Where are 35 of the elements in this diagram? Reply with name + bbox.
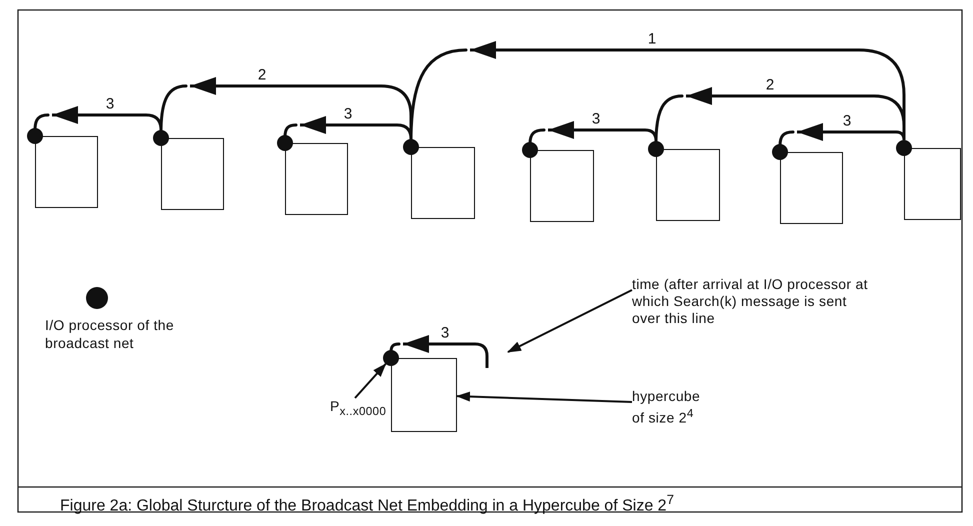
edge-label: 2 [764,78,776,92]
hypercube-box [656,149,720,221]
edge-label: 3 [438,326,452,340]
edge-label: 3 [342,106,354,122]
processor-dot [152,83,190,147]
leader-arrow [507,289,632,353]
leader-arrow [354,363,386,399]
annotation-text: P$_{x..x0000}$ [330,398,388,420]
processor-dot [402,47,470,156]
hypercube-box [35,136,98,208]
hypercube-box [780,152,843,224]
processor-dot [771,129,797,161]
edge-label: 3 [590,112,602,126]
edge-label: 3 [840,114,854,128]
figure-caption: Figure 2a: Global Sturcture of the Broadcast Net Embedding in a Hypercube of Size 2$^{7}$ [60,491,674,516]
arrow [797,123,906,142]
hypercube-box [904,148,961,220]
processor-dot [647,93,686,158]
hypercube-box [285,143,348,215]
legend-text: I/O processor of the broadcast net [45,316,175,352]
processor-dot [26,112,52,145]
arrow [403,335,488,368]
leader-arrow [456,392,632,403]
edge-label: 3 [104,96,116,112]
annotation-text: time (after arrival at I/O processor at which Search(k) message is sent over this line [632,276,869,327]
edge-label: 2 [256,68,268,82]
hypercube-box [161,138,224,210]
processor-dot [896,140,912,156]
processor-dot [382,341,403,367]
processor-dot [276,122,300,152]
annotation-text: hypercube of size 2$^{4}$ [632,388,702,427]
processor-dot [521,127,548,159]
hypercube-box [391,358,457,432]
hypercube-box [530,150,594,222]
hypercube-box [411,147,475,219]
